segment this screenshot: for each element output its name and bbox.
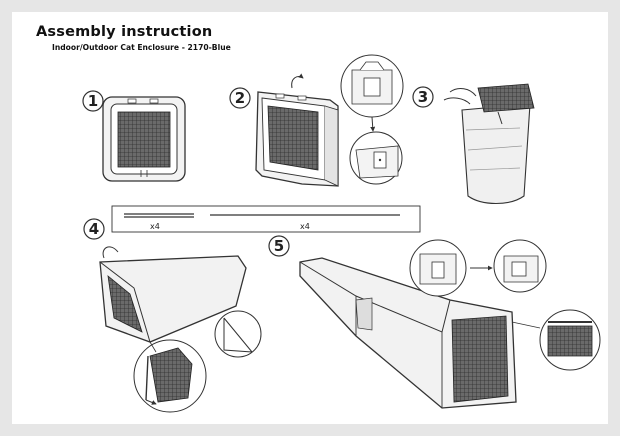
mesh-window <box>477 83 535 113</box>
mesh-window <box>451 315 509 403</box>
short-pole-quantity: x4 <box>150 222 160 231</box>
step-1: 1 <box>82 90 186 182</box>
hand-icon <box>443 97 471 105</box>
lift-arrow <box>291 73 304 89</box>
page-title: Assembly instruction <box>36 24 213 40</box>
step-5-badge <box>268 235 290 257</box>
step-1-badge <box>82 90 104 112</box>
step-3: 3 <box>412 83 535 205</box>
page-subtitle: Indoor/Outdoor Cat Enclosure - 2170-Blue <box>52 43 231 52</box>
step-3-badge <box>412 86 434 108</box>
step-4: 4 <box>83 218 262 413</box>
step-4-number: 4 <box>89 220 99 238</box>
parts-box <box>111 205 421 233</box>
step-5: 5 <box>268 235 601 409</box>
pole-corner-callout <box>214 310 262 358</box>
mesh-window <box>117 111 171 168</box>
step-5-number: 5 <box>274 237 284 255</box>
enclosure-side-view <box>99 246 247 343</box>
step-2-badge <box>229 87 251 109</box>
unfolding-enclosure <box>255 91 339 187</box>
hand-icon <box>102 246 119 259</box>
step-4-badge <box>83 218 105 240</box>
step-2-number: 2 <box>235 89 245 107</box>
cover-bag <box>443 83 535 205</box>
step-1-number: 1 <box>88 92 98 110</box>
folded-enclosure-front <box>102 96 186 182</box>
mesh-window <box>107 275 143 333</box>
assembled-tunnel-enclosure <box>299 257 517 409</box>
parts-strip: x4 x4 <box>111 205 421 233</box>
step-3-number: 3 <box>418 88 428 106</box>
mesh-window <box>267 105 319 171</box>
long-pole-quantity: x4 <box>300 222 310 231</box>
step-2: 2 <box>229 54 404 187</box>
